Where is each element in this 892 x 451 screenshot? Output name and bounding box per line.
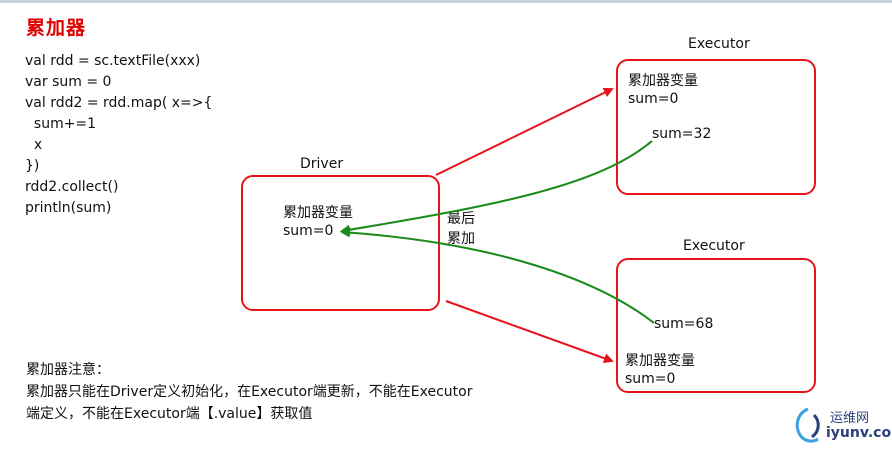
- executor-top-accumulator-label: 累加器变量: [628, 73, 698, 89]
- executor-bottom-box: [616, 258, 816, 393]
- code-line: val rdd2 = rdd.map( x=>{: [25, 95, 213, 111]
- merge-label-line1: 最后: [447, 211, 475, 227]
- watermark-url: iyunv.com: [826, 425, 892, 441]
- code-line: var sum = 0: [25, 74, 112, 90]
- notes: 累加器注意： 累加器只能在Driver定义初始化，在Executor端更新，不能…: [26, 359, 472, 425]
- arrow-executor-bottom-to-driver: [340, 227, 655, 324]
- executor-bottom-accumulator-label: 累加器变量: [625, 353, 695, 369]
- arrow-driver-to-executor-top: [435, 88, 614, 176]
- arrows-layer: [340, 88, 655, 363]
- driver-accumulator-label: 累加器变量: [283, 205, 353, 221]
- executor-top-sum-init: sum=0: [628, 91, 679, 107]
- driver-label: Driver: [300, 156, 344, 172]
- arrow-driver-to-executor-bottom: [445, 300, 614, 363]
- executor-top-label: Executor: [688, 36, 750, 52]
- executor-bottom-sum-init: sum=0: [625, 371, 676, 387]
- slide-title: 累加器: [26, 17, 87, 39]
- executor-bottom-sum-value: sum=68: [654, 316, 714, 332]
- code-line: rdd2.collect(): [25, 179, 119, 195]
- executor-top-box: [616, 59, 816, 195]
- merge-label-line2: 累加: [447, 231, 475, 247]
- code-line: }): [25, 158, 40, 174]
- notes-heading: 累加器注意：: [26, 362, 110, 378]
- watermark-swirl-icon: [795, 407, 820, 443]
- watermark-name: 运维网: [830, 411, 870, 426]
- watermark-logo: 运维网 iyunv.com: [790, 405, 892, 447]
- arrow-executor-top-to-driver: [340, 140, 653, 235]
- executor-top-sum-value: sum=32: [652, 126, 712, 142]
- notes-line1: 累加器只能在Driver定义初始化，在Executor端更新，不能在Execut…: [26, 384, 473, 400]
- code-block: val rdd = sc.textFile(xxx) var sum = 0 v…: [25, 51, 212, 219]
- code-line: sum+=1: [25, 116, 97, 132]
- executor-bottom-label: Executor: [683, 238, 745, 254]
- code-line: x: [25, 137, 43, 153]
- code-line: val rdd = sc.textFile(xxx): [25, 53, 201, 69]
- driver-sum: sum=0: [283, 223, 334, 239]
- code-line: println(sum): [25, 200, 112, 216]
- notes-line2: 端定义，不能在Executor端【.value】获取值: [26, 406, 313, 422]
